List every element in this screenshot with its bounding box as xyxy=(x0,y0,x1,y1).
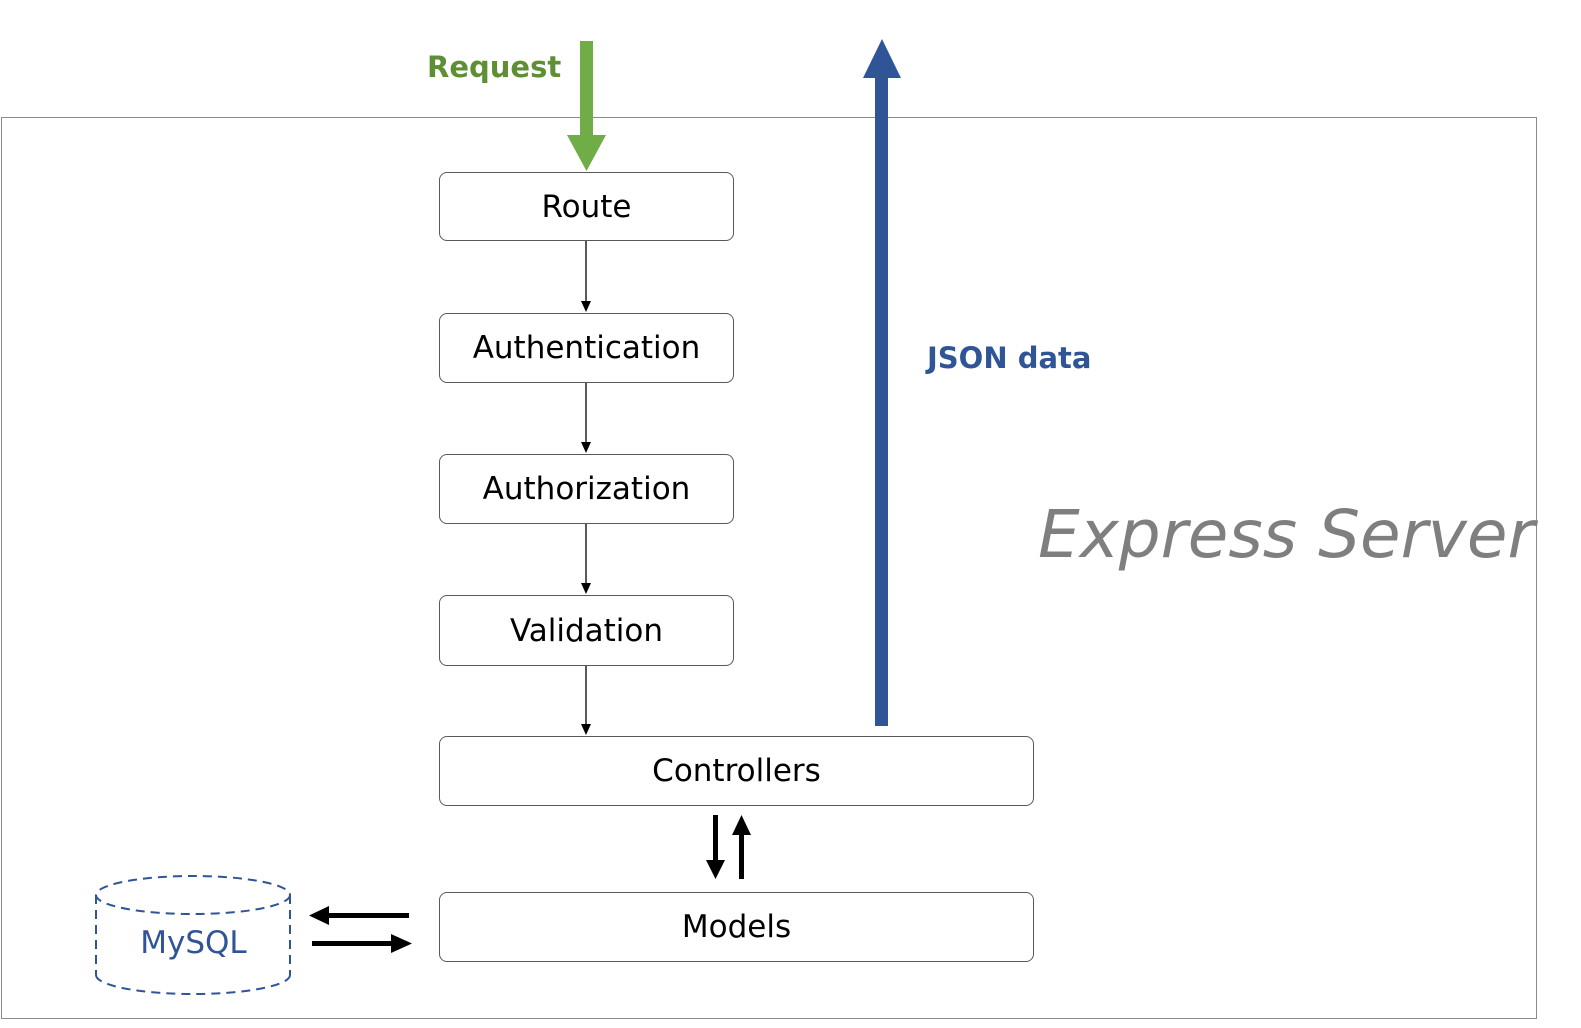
request-arrow xyxy=(567,41,606,171)
route-node: Route xyxy=(439,172,734,241)
json-data-label: JSON data xyxy=(927,341,1092,375)
authentication-node: Authentication xyxy=(439,313,734,383)
request-label: Request xyxy=(427,50,562,84)
validation-node: Validation xyxy=(439,595,734,666)
models-mysql-arrows xyxy=(309,906,412,953)
express-server-container xyxy=(1,117,1537,1019)
json-data-arrow xyxy=(863,39,901,726)
controllers-models-arrows xyxy=(706,815,751,879)
express-server-label: Express Server xyxy=(1038,496,1535,573)
models-node: Models xyxy=(439,892,1034,962)
mysql-database-icon xyxy=(95,875,291,995)
pipeline-connectors xyxy=(581,241,591,735)
mysql-label: MySQL xyxy=(140,925,247,961)
controllers-node: Controllers xyxy=(439,736,1034,806)
authorization-node: Authorization xyxy=(439,454,734,524)
